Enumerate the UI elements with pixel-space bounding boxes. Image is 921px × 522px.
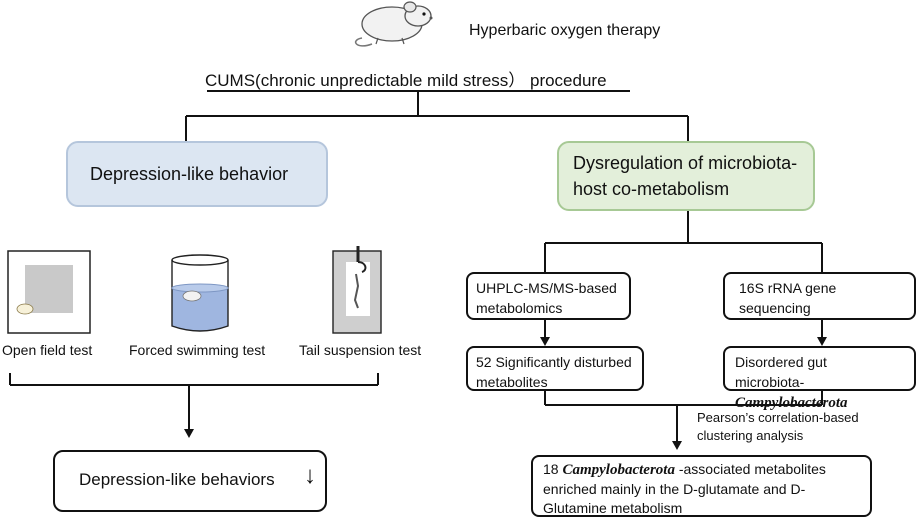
forced-swim-illustration [171,254,229,332]
open-field-illustration [7,250,91,334]
sequencing-line2: sequencing [739,300,811,316]
depression-result-label: Depression-like behaviors [79,470,275,489]
tail-suspension-illustration [332,246,382,334]
sequencing-line1: 16S rRNA gene [739,280,837,296]
metabolites-line2: metabolites [476,374,548,390]
final-line2: enriched mainly in the D-glutamate and D… [543,481,806,497]
microbiota-line2-prefix: microbiota- [735,374,805,390]
correlation-line2: clustering analysis [697,428,804,443]
metabolomics-box: UHPLC-MS/MS-based metabolomics [466,272,631,320]
metabolomics-line1: UHPLC-MS/MS-based [476,280,617,296]
depression-behavior-box: Depression-like behavior [66,141,328,207]
metabolites-line1: 52 Significantly disturbed [476,354,632,370]
arrows [184,320,827,450]
hyperbaric-oxygen-label: Hyperbaric oxygen therapy [469,22,661,39]
left-bracket [9,373,379,386]
final-campylobacterota: Campylobacterota [562,462,675,478]
microbiota-line1: Disordered gut [735,354,827,370]
correlation-analysis-label: Pearson’s correlation-based clustering a… [697,409,859,445]
final-line3: Glutamine metabolism [543,500,683,516]
depression-result-box: Depression-like behaviors ↓ [53,450,327,512]
depression-behavior-label: Depression-like behavior [90,163,289,184]
correlation-line1: Pearson’s correlation-based [697,410,859,425]
forced-swimming-test-label: Forced swimming test [129,342,266,358]
tail-suspension-test-label: Tail suspension test [299,342,422,358]
down-arrow-icon: ↓ [304,462,316,489]
final-metabolites-box: 18 Campylobacterota -associated metaboli… [531,455,872,517]
sequencing-box: 16S rRNA gene sequencing [723,272,916,320]
microbiota-header-line2: host co-metabolism [573,179,730,199]
microbiota-line2: microbiota- Campylobacterota [735,372,906,413]
open-field-test-label: Open field test [2,342,93,358]
mouse-icon [354,1,433,47]
final-suffix: -associated metabolites [674,461,826,477]
metabolites-box: 52 Significantly disturbed metabolites [466,346,644,391]
microbiota-dysregulation-box: Dysregulation of microbiota- host co-met… [557,141,815,211]
final-prefix: 18 [543,461,563,477]
cums-procedure-label: CUMS(chronic unpredictable mild stress） … [205,71,607,90]
top-connectors [185,90,689,141]
gut-microbiota-box: Disordered gut microbiota- Campylobactero… [723,346,916,411]
final-line1: 18 Campylobacterota -associated metaboli… [543,460,862,480]
metabolomics-line2: metabolomics [476,300,563,316]
campylobacterota-label: Campylobacterota [735,395,848,411]
microbiota-header-line1: Dysregulation of microbiota- [573,153,798,173]
